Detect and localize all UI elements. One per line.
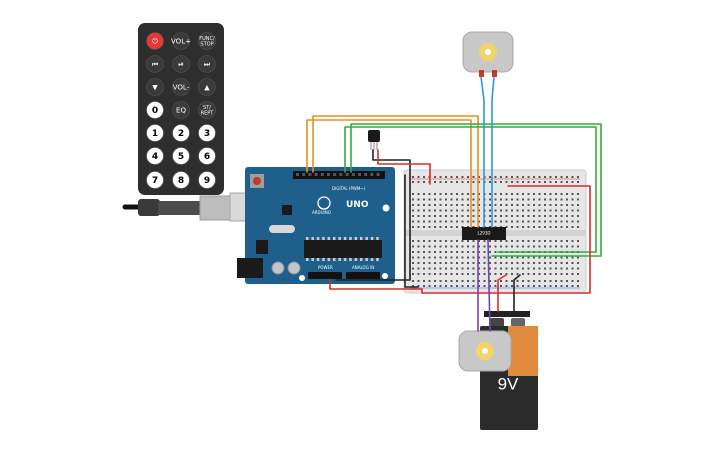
ir-remote[interactable]: ⏻ VOL+ FUNC/STOP ⏮ ⏯ ⏭ ▼ VOL- ▲ 0 EQ ST/REPT 1 2 3 4 5 6 7… — [138, 23, 224, 195]
remote-button[interactable]: ⏯ — [172, 55, 190, 73]
remote-button[interactable]: 1 — [146, 124, 164, 142]
remote-button[interactable]: ▲ — [198, 78, 216, 96]
remote-button-label: REPT — [201, 111, 215, 117]
remote-button-label: VOL+ — [171, 38, 191, 46]
remote-buttons: ⏻ VOL+ FUNC/STOP ⏮ ⏯ ⏭ ▼ VOL- ▲ 0 EQ ST/REPT 1 2 3 4 5 6 7… — [146, 32, 216, 189]
dc-motor-bottom[interactable] — [458, 330, 512, 372]
remote-button-label: STOP — [200, 42, 213, 48]
arduino-model: UNO — [346, 200, 369, 210]
remote-button[interactable]: ▼ — [146, 78, 164, 96]
arduino-uno[interactable]: DIGITAL (PWM~) ARDUINO UNO POWER ANALOG … — [237, 167, 395, 284]
wire — [350, 123, 602, 257]
remote-button[interactable]: 0 — [146, 101, 164, 119]
remote-button-label: FUNC/ — [199, 36, 215, 42]
battery-label: 9V — [498, 374, 519, 393]
wire — [335, 149, 411, 281]
remote-button-label: 7 — [152, 176, 158, 186]
remote-button[interactable]: ⏮ — [146, 55, 164, 73]
dc-motor-top[interactable] — [462, 31, 514, 77]
remote-button-label: 5 — [178, 152, 184, 162]
arduino-brand: ARDUINO — [312, 210, 331, 215]
remote-button-label: 9 — [204, 176, 210, 186]
remote-button-label: ⏻ — [152, 38, 158, 46]
power-label: POWER — [318, 265, 333, 270]
remote-button-label: ⏮ — [152, 61, 158, 69]
remote-button[interactable]: ⏻ — [146, 32, 164, 50]
remote-button[interactable]: ST/REPT — [198, 101, 216, 119]
remote-button[interactable]: 9 — [198, 171, 216, 189]
wire — [404, 174, 419, 288]
remote-button-label: ST/ — [203, 105, 211, 111]
reset-button[interactable] — [253, 177, 261, 185]
remote-button-label: ⏯ — [178, 61, 184, 69]
remote-button[interactable]: 8 — [172, 171, 190, 189]
remote-button[interactable]: VOL+ — [171, 32, 191, 50]
wire — [487, 239, 491, 332]
remote-button-label: ▼ — [152, 84, 158, 92]
wire — [312, 115, 479, 228]
digital-pins — [296, 173, 380, 176]
remote-button[interactable]: 6 — [198, 147, 216, 165]
remote-button-label: 4 — [152, 152, 158, 162]
wire — [377, 149, 431, 185]
wire — [480, 76, 485, 228]
remote-button-label: 6 — [204, 152, 210, 162]
atmega-chip — [304, 240, 382, 258]
wire — [306, 119, 472, 228]
wire — [497, 274, 507, 312]
remote-button[interactable]: ⏭ — [198, 55, 216, 73]
remote-button[interactable]: VOL- — [172, 78, 190, 96]
wire — [329, 185, 591, 294]
battery-cap — [508, 326, 538, 376]
wires — [306, 76, 602, 332]
remote-button-label: 0 — [152, 106, 158, 116]
remote-button-label: 1 — [152, 129, 158, 139]
motor-driver-chip[interactable]: L293D — [462, 227, 506, 240]
remote-button-label: VOL- — [173, 84, 190, 92]
remote-button-label: ⏭ — [204, 61, 211, 69]
ir-receiver[interactable] — [368, 130, 380, 150]
remote-button-label: 2 — [178, 129, 184, 139]
wire — [344, 126, 597, 253]
remote-button[interactable]: 3 — [198, 124, 216, 142]
analog-label: ANALOG IN — [352, 265, 374, 270]
remote-button[interactable]: 5 — [172, 147, 190, 165]
remote-button[interactable]: EQ — [172, 101, 190, 119]
remote-button-label: 8 — [178, 176, 184, 186]
remote-button-label: ▲ — [204, 84, 210, 92]
remote-button[interactable]: 4 — [146, 147, 164, 165]
driver-chip-label: L293D — [478, 231, 491, 236]
wire — [513, 274, 521, 312]
remote-button[interactable]: 2 — [172, 124, 190, 142]
remote-button[interactable]: FUNC/STOP — [198, 32, 216, 50]
wire — [491, 76, 495, 228]
remote-button[interactable]: 7 — [146, 171, 164, 189]
remote-button-label: 3 — [204, 129, 210, 139]
remote-button-label: EQ — [176, 107, 186, 115]
digital-label: DIGITAL (PWM~) — [332, 186, 366, 191]
